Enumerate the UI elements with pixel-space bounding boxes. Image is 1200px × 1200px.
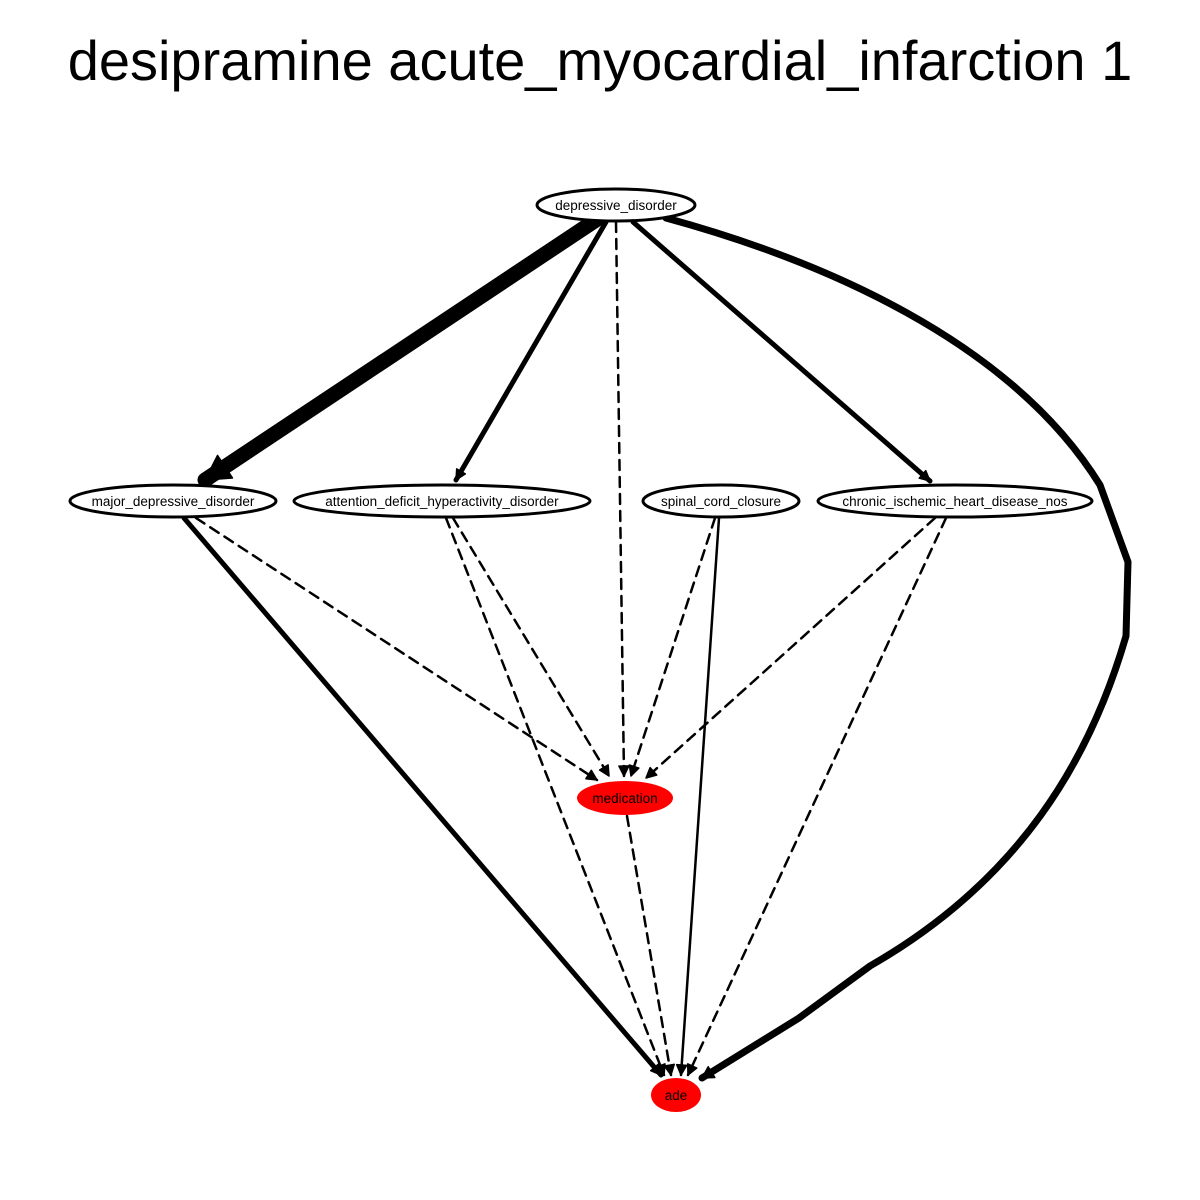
- edge-spinal_cord_closure-to-medication: [629, 516, 717, 778]
- node-ade: ade: [651, 1078, 701, 1112]
- node-major_depressive_disorder: major_depressive_disorder: [68, 483, 278, 519]
- node-label-medication: medication: [592, 791, 657, 806]
- edge-chronic_ischemic_heart_disease_nos-to-medication: [644, 516, 937, 780]
- edge-depressive_disorder-to-major_depressive_disorder: [197, 212, 604, 488]
- node-shape-medication: [577, 781, 673, 815]
- node-label-depressive_disorder: depressive_disorder: [555, 198, 677, 213]
- edge-depressive_disorder-to-ade: [662, 214, 1132, 1082]
- node-label-spinal_cord_closure: spinal_cord_closure: [661, 494, 781, 509]
- node-label-attention_deficit_hyperactivity_disorder: attention_deficit_hyperactivity_disorder: [325, 494, 559, 509]
- edge-spinal_cord_closure-to-ade: [679, 516, 721, 1077]
- node-spinal_cord_closure: spinal_cord_closure: [641, 483, 801, 519]
- node-attention_deficit_hyperactivity_disorder: attention_deficit_hyperactivity_disorder: [292, 483, 592, 519]
- node-shape-spinal_cord_closure: [641, 483, 801, 519]
- nodes-layer: depressive_disorder major_depressive_diso…: [68, 187, 1094, 1112]
- arrowhead-depressive_disorder-to-medication: [618, 765, 630, 777]
- node-depressive_disorder: depressive_disorder: [535, 187, 697, 223]
- edge-depressive_disorder-to-medication: [614, 220, 626, 778]
- node-shape-major_depressive_disorder: [68, 483, 278, 519]
- node-label-ade: ade: [665, 1088, 688, 1103]
- node-chronic_ischemic_heart_disease_nos: chronic_ischemic_heart_disease_nos: [816, 483, 1094, 519]
- edge-attention_deficit_hyperactivity_disorder-to-ade: [444, 516, 666, 1077]
- edge-chronic_ischemic_heart_disease_nos-to-ade: [686, 516, 948, 1077]
- node-label-major_depressive_disorder: major_depressive_disorder: [92, 494, 255, 509]
- node-shape-chronic_ischemic_heart_disease_nos: [816, 483, 1094, 519]
- edge-attention_deficit_hyperactivity_disorder-to-medication: [451, 516, 611, 778]
- arrowhead-attention_deficit_hyperactivity_disorder-to-medication: [598, 764, 610, 777]
- node-shape-depressive_disorder: [535, 187, 697, 223]
- arrowhead-major_depressive_disorder-to-medication: [585, 769, 598, 781]
- edge-major_depressive_disorder-to-ade: [181, 515, 664, 1078]
- arrowhead-chronic_ischemic_heart_disease_nos-to-ade: [686, 1063, 698, 1076]
- node-label-chronic_ischemic_heart_disease_nos: chronic_ischemic_heart_disease_nos: [842, 494, 1067, 509]
- arrowhead-spinal_cord_closure-to-medication: [628, 764, 640, 777]
- arrowhead-attention_deficit_hyperactivity_disorder-to-ade: [654, 1063, 666, 1076]
- edge-depressive_disorder-to-chronic_ischemic_heart_disease_nos: [630, 219, 933, 484]
- edge-medication-to-ade: [625, 814, 673, 1077]
- edge-major_depressive_disorder-to-medication: [194, 516, 599, 782]
- arrowhead-spinal_cord_closure-to-ade: [675, 1063, 688, 1076]
- page-title: desipramine acute_myocardial_infarction …: [67, 29, 1133, 92]
- node-shape-attention_deficit_hyperactivity_disorder: [292, 483, 592, 519]
- node-shape-ade: [651, 1078, 701, 1112]
- arrowhead-chronic_ischemic_heart_disease_nos-to-medication: [645, 766, 658, 779]
- arrowhead-medication-to-ade: [663, 1063, 676, 1076]
- arrowhead-depressive_disorder-to-chronic_ischemic_heart_disease_nos: [918, 469, 931, 482]
- edges-layer: [181, 212, 1132, 1082]
- arrowhead-depressive_disorder-to-major_depressive_disorder: [204, 454, 234, 481]
- node-medication: medication: [577, 781, 673, 815]
- edge-depressive_disorder-to-attention_deficit_hyperactivity_disorder: [453, 219, 609, 483]
- arrowhead-depressive_disorder-to-attention_deficit_hyperactivity_disorder: [455, 468, 467, 481]
- arrowhead-depressive_disorder-to-ade: [701, 1066, 716, 1079]
